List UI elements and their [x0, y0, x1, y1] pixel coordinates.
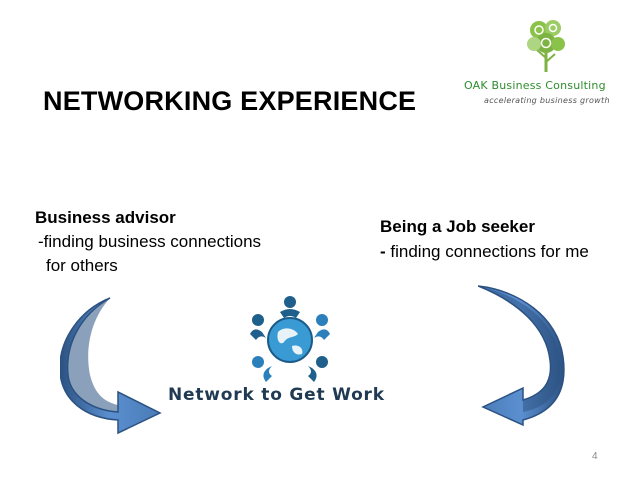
logo-company-name: OAK Business Consulting [464, 79, 606, 92]
right-line-1: - finding connections for me [380, 239, 589, 264]
page-title: NETWORKING EXPERIENCE [43, 86, 417, 116]
globe-people-icon [250, 296, 330, 382]
curved-arrow-right-icon [478, 285, 565, 427]
curved-arrow-left-icon [60, 297, 162, 435]
left-line-2: for others [46, 256, 118, 275]
right-text-block: Being a Job seeker - finding connections… [380, 214, 589, 264]
left-line-1: -finding business connections [38, 232, 262, 251]
network-to-get-work-text: Network to Get Work [168, 385, 385, 405]
left-text-block: Business advisor -finding business conne… [35, 206, 261, 278]
page-number: 4 [592, 451, 598, 462]
oak-tree-icon [527, 20, 565, 72]
logo-tagline: accelerating business growth [484, 96, 610, 105]
right-dash: - [380, 242, 386, 261]
left-heading: Business advisor [35, 208, 176, 227]
right-line-1-text: finding connections for me [385, 242, 589, 261]
right-heading: Being a Job seeker [380, 217, 535, 236]
